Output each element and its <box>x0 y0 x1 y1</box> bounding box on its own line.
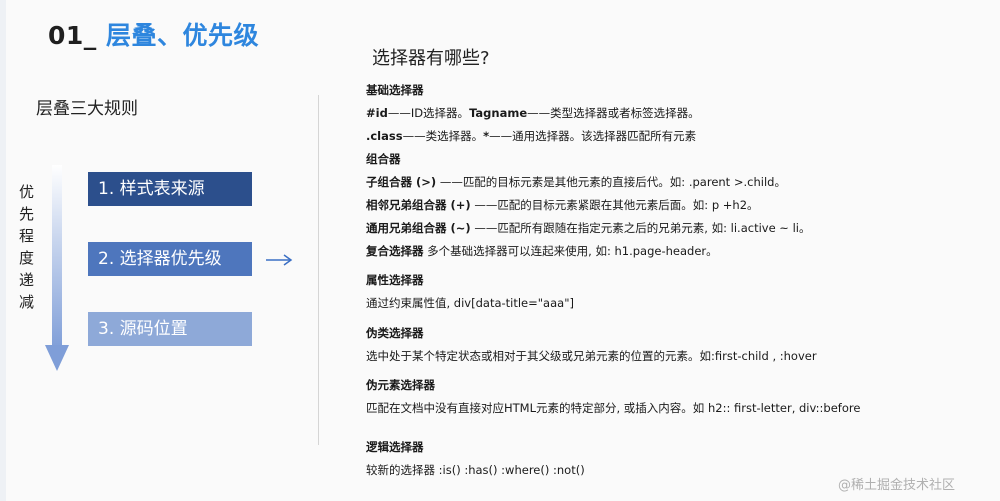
id-desc: ——ID选择器。 <box>387 106 470 120</box>
priority-arrow-shaft <box>52 165 62 350</box>
left-edge-strip <box>0 0 6 501</box>
compound-selector-desc: 多个基础选择器可以连起来使用, 如: h1.page-header。 <box>427 244 718 258</box>
column-divider <box>318 95 319 445</box>
priority-vertical-label: 优先程度递减 <box>19 183 35 311</box>
child-combinator-label: 子组合器 (>) <box>366 175 437 189</box>
priority-arrow-head-icon <box>45 345 69 371</box>
class-desc: ——类选择器。 <box>402 129 484 143</box>
compound-selector: 复合选择器 多个基础选择器可以连起来使用, 如: h1.page-header。 <box>366 243 718 259</box>
id-selector: #id <box>366 106 388 120</box>
adjacent-combinator-label: 相邻兄弟组合器 (+) <box>366 198 471 212</box>
tag-selector: Tagname <box>469 106 528 120</box>
pseudo-element-heading: 伪元素选择器 <box>366 378 435 392</box>
basic-line-2: .class——类选择器。*——通用选择器。该选择器匹配所有元素 <box>366 128 696 144</box>
tag-desc: ——类型选择器或者标签选择器。 <box>527 106 700 120</box>
adjacent-combinator: 相邻兄弟组合器 (+) ——匹配的目标元素紧跟在其他元素后面。如: p +h2。 <box>366 197 759 213</box>
universal-desc: ——通用选择器。该选择器匹配所有元素 <box>489 129 697 143</box>
combinator-heading: 组合器 <box>366 152 401 166</box>
pseudo-class-heading: 伪类选择器 <box>366 326 424 340</box>
selectors-title: 选择器有哪些? <box>372 48 490 69</box>
general-combinator: 通用兄弟组合器 (~) ——匹配所有跟随在指定元素之后的兄弟元素, 如: li.… <box>366 220 811 236</box>
right-arrow-icon <box>266 254 293 266</box>
step-stylesheet-source: 1. 样式表来源 <box>88 172 252 206</box>
child-combinator-desc: ——匹配的目标元素是其他元素的直接后代。如: .parent >.child。 <box>439 175 786 189</box>
pseudo-class-text: 选中处于某个特定状态或相对于其父级或兄弟元素的位置的元素。如:first-chi… <box>366 349 817 363</box>
adjacent-combinator-desc: ——匹配的目标元素紧跟在其他元素后面。如: p +h2。 <box>474 198 759 212</box>
attribute-heading: 属性选择器 <box>366 273 424 287</box>
basic-heading: 基础选择器 <box>366 83 424 97</box>
pseudo-element-text: 匹配在文档中没有直接对应HTML元素的特定部分, 或插入内容。如 h2:: fi… <box>366 401 861 415</box>
basic-line-1: #id——ID选择器。Tagname——类型选择器或者标签选择器。 <box>366 105 700 121</box>
step-selector-specificity: 2. 选择器优先级 <box>88 242 252 276</box>
general-combinator-desc: ——匹配所有跟随在指定元素之后的兄弟元素, 如: li.active ~ li。 <box>474 221 811 235</box>
attribute-text: 通过约束属性值, div[data-title="aaa"] <box>366 296 574 310</box>
compound-selector-label: 复合选择器 <box>366 244 424 258</box>
title-number: 01_ <box>48 21 97 50</box>
page-title: 01_ 层叠、优先级 <box>48 16 259 52</box>
logical-text: 较新的选择器 :is() :has() :where() :not() <box>366 463 585 477</box>
step-source-order: 3. 源码位置 <box>88 312 252 346</box>
title-text: 层叠、优先级 <box>106 21 260 50</box>
universal-selector: * <box>483 129 490 143</box>
logical-heading: 逻辑选择器 <box>366 440 424 454</box>
class-selector: .class <box>366 129 403 143</box>
general-combinator-label: 通用兄弟组合器 (~) <box>366 221 471 235</box>
watermark: @稀土掘金技术社区 <box>838 478 956 493</box>
child-combinator: 子组合器 (>) ——匹配的目标元素是其他元素的直接后代。如: .parent … <box>366 174 786 190</box>
rules-heading: 层叠三大规则 <box>36 99 138 119</box>
